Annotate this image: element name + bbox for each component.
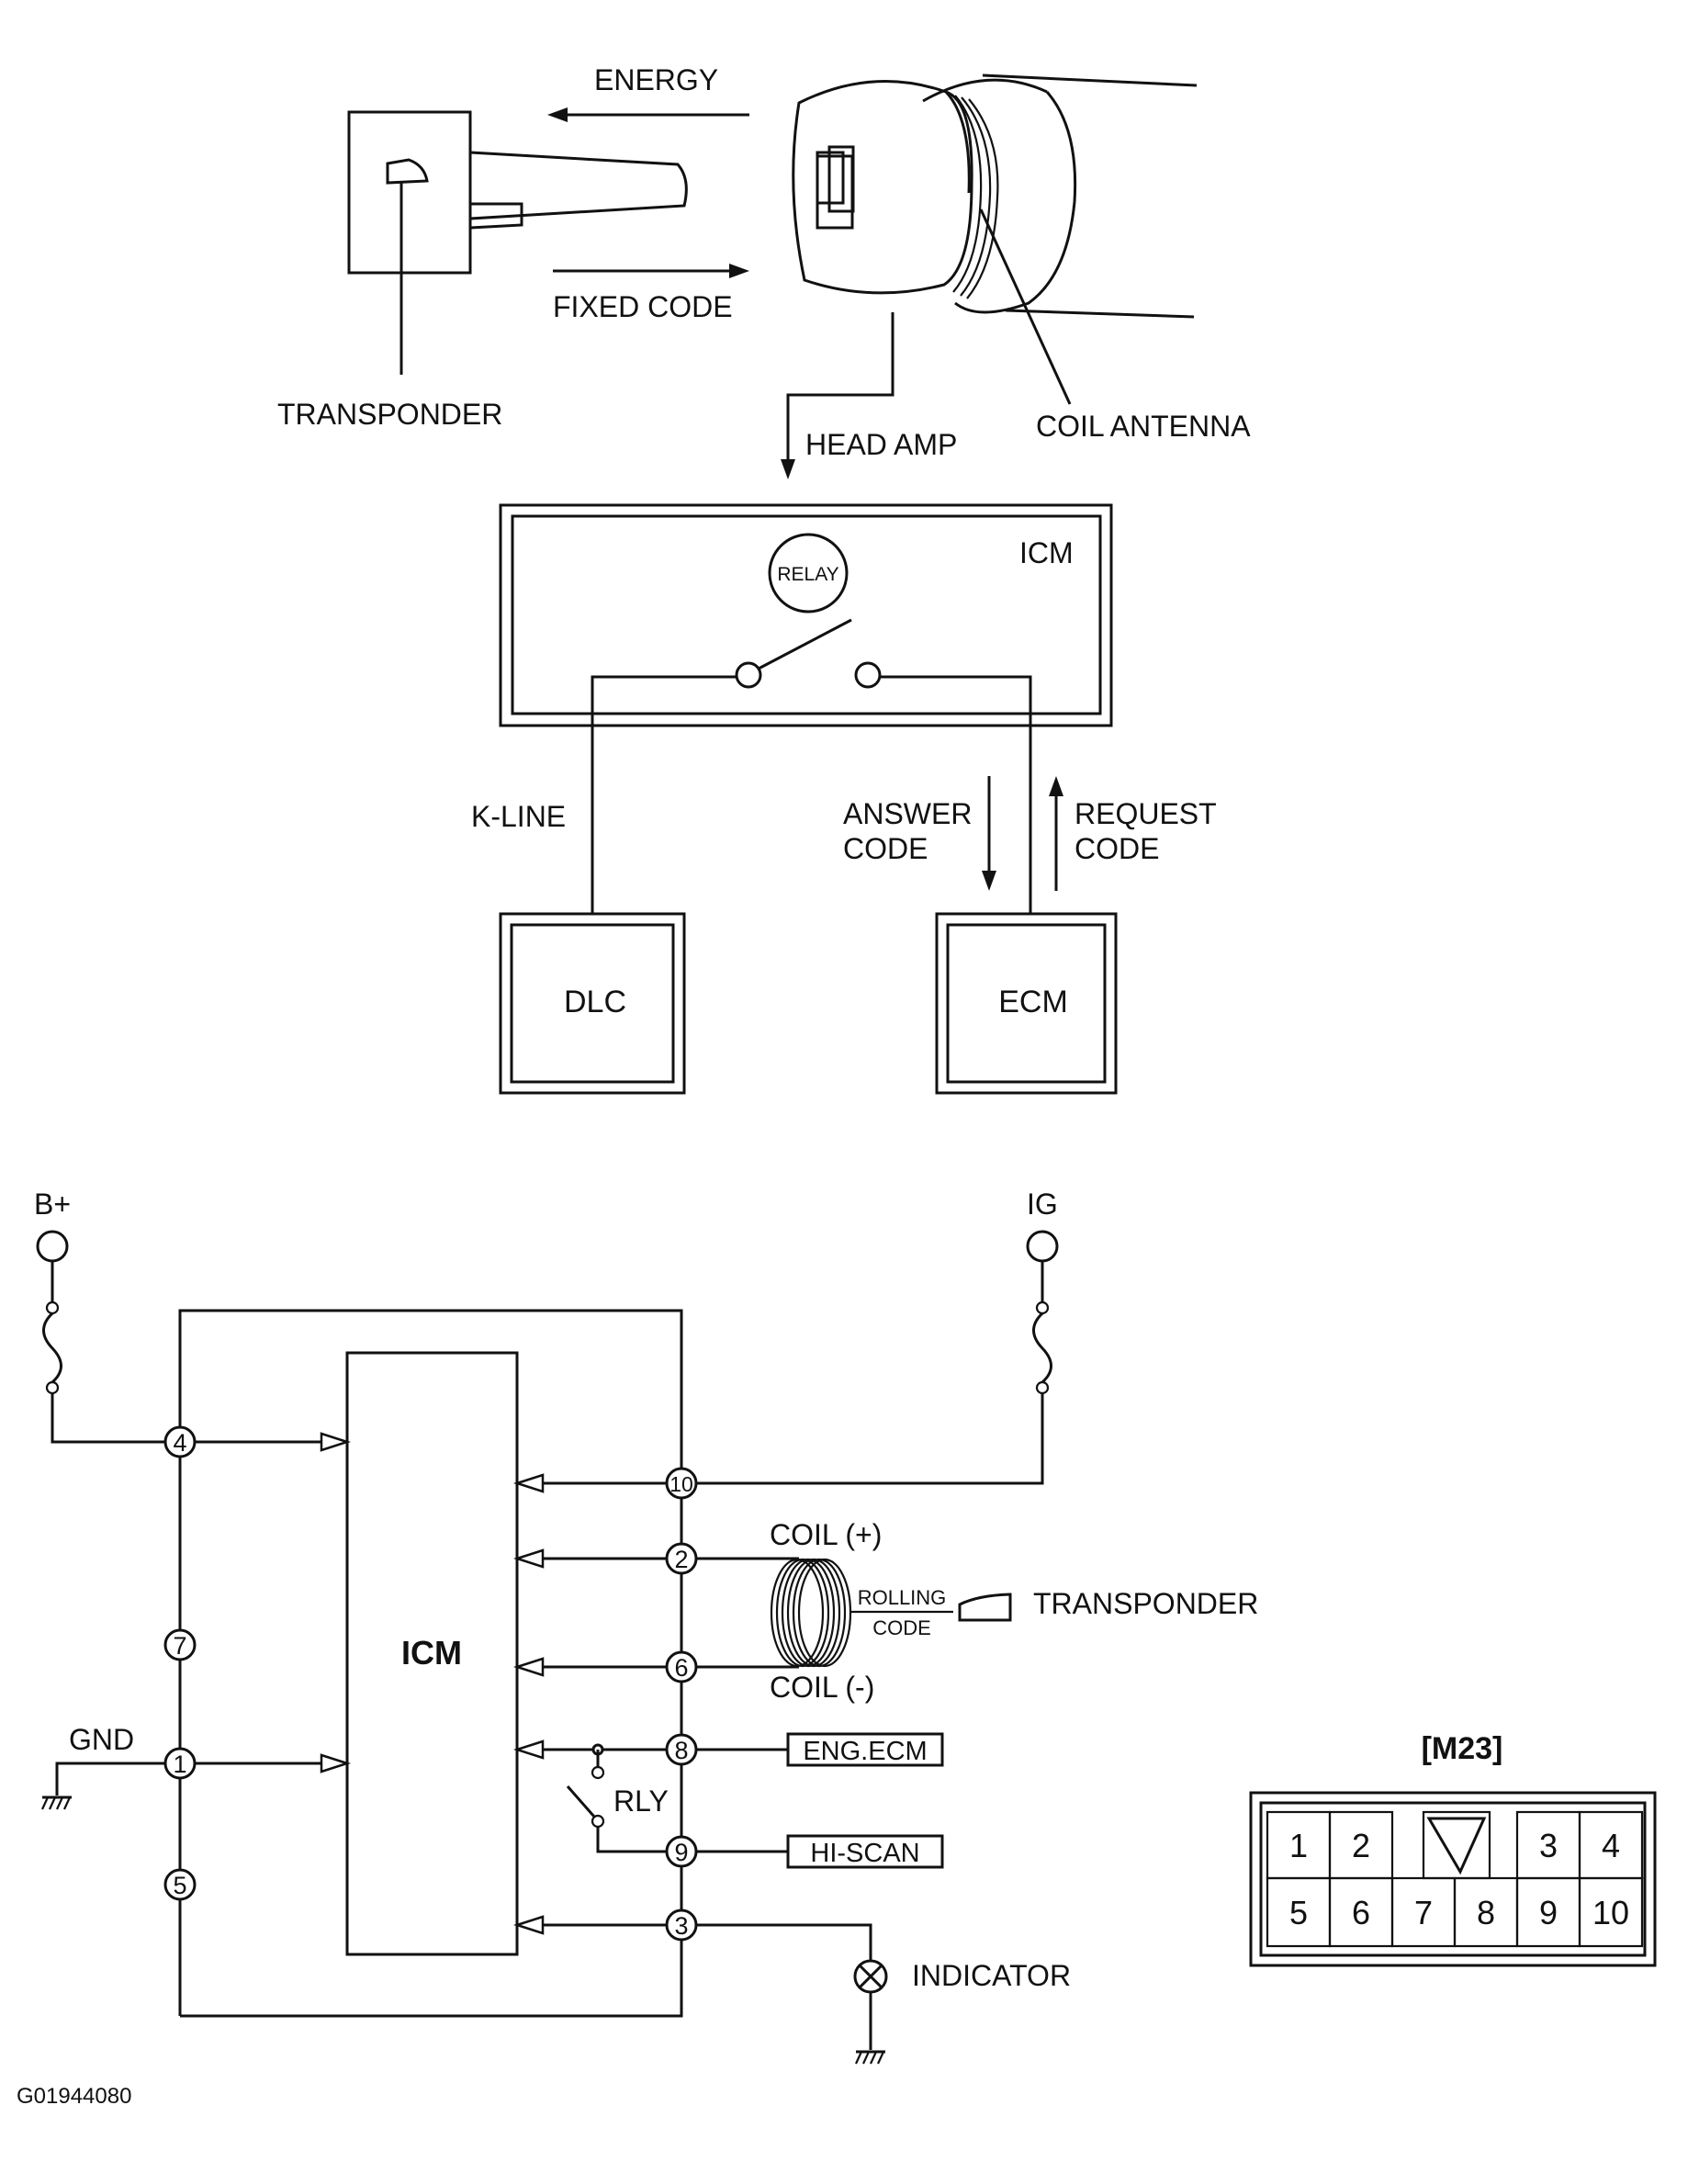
b-plus-terminal <box>36 1230 69 1263</box>
icm-top-label: ICM <box>1019 536 1074 569</box>
svg-text:8: 8 <box>674 1737 688 1764</box>
eng-ecm-label: ENG.ECM <box>803 1737 927 1766</box>
ecm-label: ECM <box>998 985 1068 1019</box>
ig-terminal <box>1026 1230 1059 1263</box>
switch-contact-left <box>735 661 762 689</box>
request-code-label-2: CODE <box>1075 832 1159 865</box>
pin-5: 5 <box>163 1868 197 1901</box>
head-amp-label: HEAD AMP <box>805 428 957 461</box>
b-plus-label: B+ <box>34 1188 71 1221</box>
fixed-code-arrow: FIXED CODE <box>553 264 749 323</box>
connector-name: [M23] <box>1422 1731 1503 1766</box>
svg-text:3: 3 <box>674 1912 688 1940</box>
connector-cell-1: 1 <box>1289 1827 1308 1864</box>
transponder-label: TRANSPONDER <box>277 398 502 431</box>
gnd-label: GND <box>69 1723 134 1756</box>
svg-text:6: 6 <box>674 1654 688 1682</box>
connector-m23: [M23] 1 2 3 4 5 6 7 8 9 10 <box>1249 1731 1657 1967</box>
indicator-lamp-icon <box>853 1959 888 1994</box>
ecm-box: ECM <box>935 912 1118 1095</box>
code-label: CODE <box>872 1616 931 1639</box>
icm-block-top: ICM RELAY <box>499 503 1113 914</box>
pin-8: 8 <box>665 1733 698 1766</box>
connector-cell-3: 3 <box>1539 1827 1558 1864</box>
coil-winding-icon <box>770 1558 852 1668</box>
pin-6: 6 <box>665 1650 698 1683</box>
coil-minus-label: COIL (-) <box>770 1671 874 1704</box>
b-plus-fuse-icon <box>42 1312 62 1384</box>
gnd-ground-icon <box>41 1796 72 1810</box>
energy-arrow: ENERGY <box>547 63 749 122</box>
pin-10: 10 <box>665 1467 698 1500</box>
k-line-label: K-LINE <box>471 800 566 833</box>
connector-cell-2: 2 <box>1352 1827 1370 1864</box>
circuit-diagram: B+ IG ICM GND <box>34 1188 1258 2065</box>
svg-text:7: 7 <box>173 1632 186 1660</box>
pin-7: 7 <box>163 1628 197 1661</box>
key-transponder: TRANSPONDER <box>277 110 688 431</box>
connector-cell-7: 7 <box>1414 1894 1433 1931</box>
svg-text:4: 4 <box>173 1429 186 1457</box>
rly-contact-top <box>591 1765 605 1780</box>
figure-id: G01944080 <box>17 2084 131 2109</box>
relay-label: RELAY <box>777 564 838 585</box>
pin-4: 4 <box>163 1425 197 1458</box>
connector-cell-8: 8 <box>1477 1894 1495 1931</box>
connector-cell-9: 9 <box>1539 1894 1558 1931</box>
circuit-transponder-label: TRANSPONDER <box>1033 1587 1258 1620</box>
request-code-label-1: REQUEST <box>1075 797 1217 830</box>
svg-text:2: 2 <box>674 1546 688 1573</box>
svg-text:1: 1 <box>173 1751 186 1778</box>
dlc-box: DLC <box>499 912 686 1095</box>
request-code-arrow: REQUEST CODE <box>1049 776 1217 891</box>
ig-fuse-icon <box>1032 1312 1052 1384</box>
answer-code-label-2: CODE <box>843 832 928 865</box>
relay-icon <box>768 533 849 614</box>
svg-text:10: 10 <box>669 1472 693 1496</box>
pin-1: 1 <box>163 1747 197 1780</box>
connector-cell-5: 5 <box>1289 1894 1308 1931</box>
energy-label: ENERGY <box>594 63 718 96</box>
pin-2: 2 <box>665 1542 698 1575</box>
pin-9: 9 <box>665 1835 698 1868</box>
svg-text:5: 5 <box>173 1872 186 1899</box>
indicator-ground-icon <box>855 2050 885 2065</box>
connector-cell-6: 6 <box>1352 1894 1370 1931</box>
dlc-label: DLC <box>564 985 626 1019</box>
coil-antenna-label: COIL ANTENNA <box>1036 410 1251 443</box>
transponder-chip-icon <box>386 158 429 185</box>
connector-key-icon <box>1426 1817 1487 1875</box>
ig-label: IG <box>1027 1188 1058 1221</box>
answer-code-label-1: ANSWER <box>843 797 972 830</box>
hi-scan-label: HI-SCAN <box>810 1839 919 1868</box>
ignition-cylinder: COIL ANTENNA <box>792 73 1251 443</box>
answer-code-arrow: ANSWER CODE <box>843 776 996 891</box>
rly-contact-bottom <box>591 1814 605 1829</box>
connector-cell-4: 4 <box>1602 1827 1620 1864</box>
icm-label: ICM <box>401 1634 462 1672</box>
switch-contact-right <box>854 661 882 689</box>
icm-block <box>345 1351 519 1956</box>
rolling-label: ROLLING <box>858 1586 947 1609</box>
svg-text:9: 9 <box>674 1839 688 1866</box>
fixed-code-label: FIXED CODE <box>553 290 733 323</box>
head-amp-line: HEAD AMP <box>781 312 957 479</box>
connector-cell-10: 10 <box>1592 1894 1629 1931</box>
pin-3: 3 <box>665 1908 698 1942</box>
transponder-chip-icon-2 <box>958 1593 1012 1622</box>
indicator-label: INDICATOR <box>912 1959 1071 1992</box>
coil-plus-label: COIL (+) <box>770 1518 882 1551</box>
rly-label: RLY <box>613 1784 669 1818</box>
